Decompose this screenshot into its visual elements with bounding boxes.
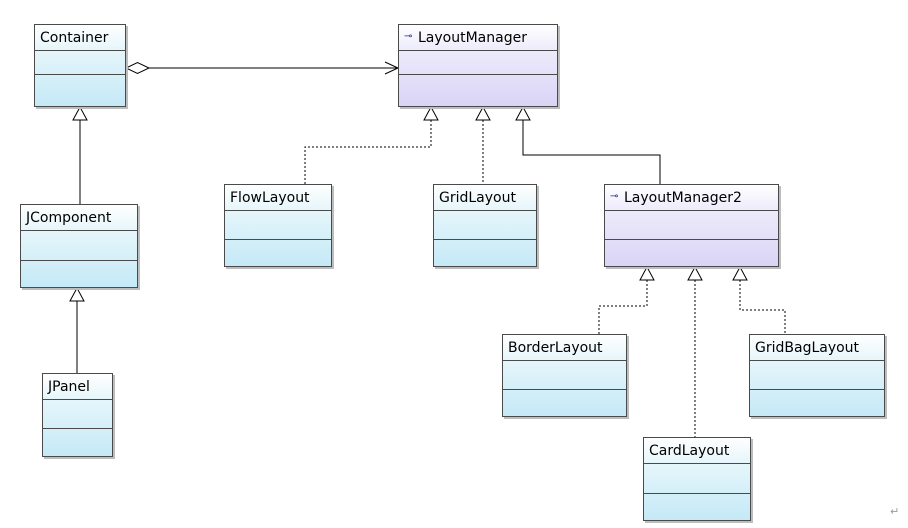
compartment-divider	[434, 239, 536, 240]
class-name: GridBagLayout	[750, 335, 884, 361]
class-borderlayout[interactable]: BorderLayout	[502, 334, 627, 417]
interface-name-row: ⊸ LayoutManager2	[605, 185, 778, 211]
compartment-divider	[750, 389, 884, 390]
class-name: BorderLayout	[503, 335, 626, 361]
interface-name-row: ⊸ LayoutManager	[399, 25, 557, 51]
interface-name: LayoutManager	[418, 30, 527, 46]
realization-triangle-layoutmanager2-middle	[687, 265, 703, 281]
class-cardlayout[interactable]: CardLayout	[643, 437, 751, 521]
class-name: JComponent	[21, 205, 137, 231]
class-name: JPanel	[43, 374, 112, 400]
generalization-triangle-layoutmanager-right	[515, 105, 531, 121]
compartment-divider	[225, 239, 331, 240]
class-name: GridLayout	[434, 185, 536, 211]
compartment-divider	[503, 389, 626, 390]
class-jpanel[interactable]: JPanel	[42, 373, 113, 457]
generalization-triangle-container	[72, 105, 88, 121]
generalization-triangle-jcomponent	[69, 286, 85, 302]
class-flowlayout[interactable]: FlowLayout	[224, 184, 332, 267]
class-name: CardLayout	[644, 438, 750, 464]
compartment-divider	[35, 74, 125, 75]
realization-triangle-layoutmanager-left	[423, 105, 439, 121]
class-jcomponent[interactable]: JComponent	[20, 204, 138, 288]
realization-triangle-layoutmanager-middle	[475, 105, 491, 121]
compartment-divider	[644, 493, 750, 494]
interface-icon: ⊸	[610, 191, 619, 202]
class-name: Container	[35, 25, 125, 51]
realization-line-flowlayout-layoutmanager	[304, 120, 432, 184]
class-gridlayout[interactable]: GridLayout	[433, 184, 537, 267]
compartment-divider	[605, 239, 778, 240]
realization-triangle-layoutmanager2-left	[639, 265, 655, 281]
interface-name: LayoutManager2	[624, 190, 742, 206]
paragraph-return-icon: ↵	[890, 505, 900, 518]
aggregation-diamond	[124, 61, 151, 75]
class-name: FlowLayout	[225, 185, 331, 211]
class-gridbaglayout[interactable]: GridBagLayout	[749, 334, 885, 417]
realization-triangle-layoutmanager2-right	[732, 265, 748, 281]
interface-layoutmanager2[interactable]: ⊸ LayoutManager2	[604, 184, 779, 267]
compartment-divider	[21, 260, 137, 261]
compartment-divider	[399, 74, 557, 75]
interface-layoutmanager[interactable]: ⊸ LayoutManager	[398, 24, 558, 107]
interface-icon: ⊸	[404, 31, 413, 42]
class-container[interactable]: Container	[34, 24, 126, 107]
realization-line-borderlayout-layoutmanager2	[598, 280, 648, 334]
realization-line-gridbaglayout-layoutmanager2	[739, 280, 786, 334]
compartment-divider	[43, 428, 112, 429]
generalization-line-layoutmanager2-layoutmanager	[522, 120, 661, 184]
